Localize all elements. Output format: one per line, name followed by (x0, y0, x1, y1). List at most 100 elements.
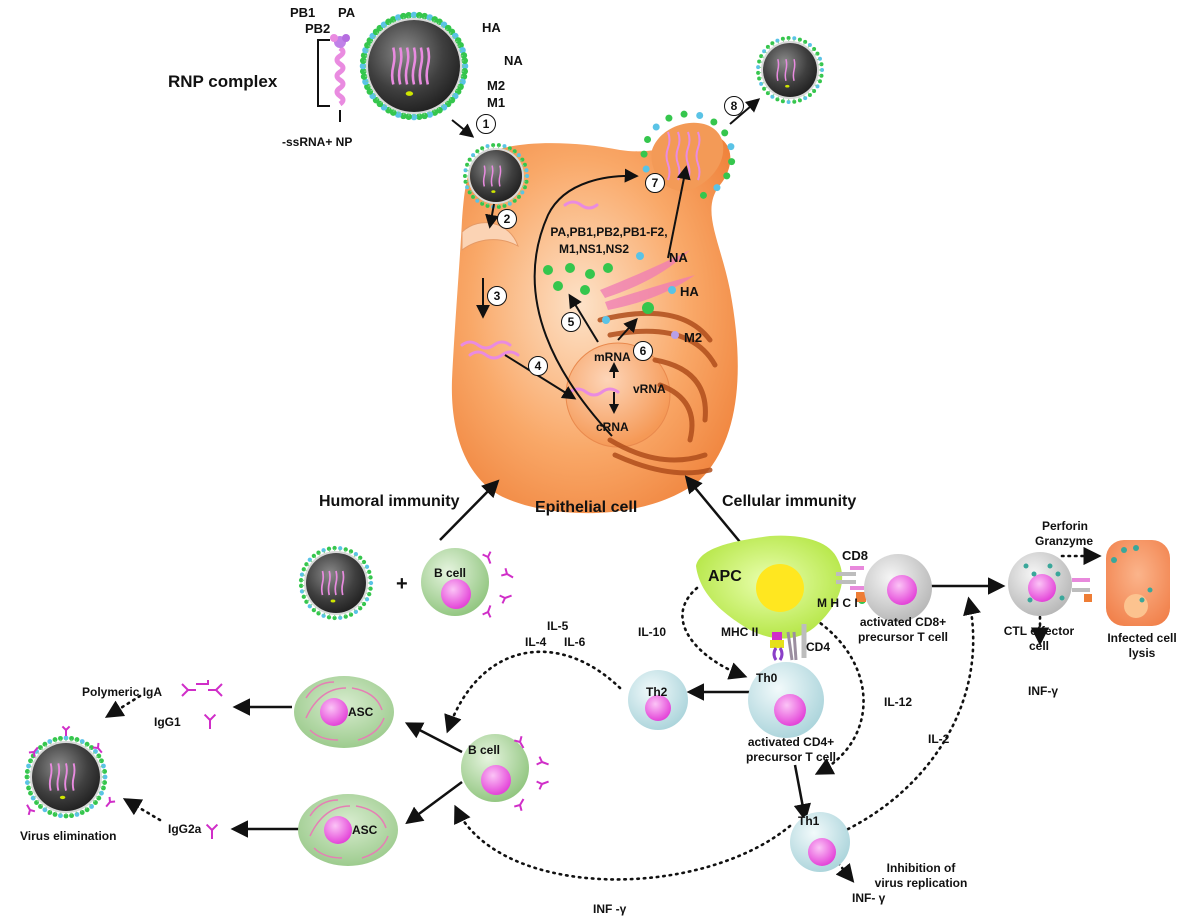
step-3: 3 (487, 286, 507, 306)
antibody (514, 798, 525, 811)
antibody (482, 605, 492, 618)
label-inhibition-1: Inhibition of (886, 861, 956, 875)
label-b-cell-middle: B cell (468, 743, 501, 757)
label-inhibition-2: virus replication (874, 876, 968, 890)
igg1-antibody (203, 713, 217, 729)
b-cell-middle (461, 734, 529, 802)
label-il12: IL-12 (884, 695, 913, 709)
budding-virion (640, 110, 736, 199)
label-pb1: PB1 (290, 5, 316, 20)
dotted-arrows (104, 546, 1102, 883)
viral-proteins (543, 252, 679, 339)
label-th0: Th0 (756, 671, 778, 685)
label-il10: IL-10 (638, 625, 667, 639)
label-mrna: mRNA (594, 350, 631, 364)
endosome (461, 222, 519, 251)
label-ctl-effector-2: cell (1028, 639, 1049, 653)
antibody (501, 568, 514, 579)
golgi (600, 250, 695, 310)
label-th2: Th2 (646, 685, 668, 699)
label-pa: PA (338, 5, 356, 20)
label-cd4: CD4 (806, 640, 831, 654)
virion-released (756, 36, 824, 104)
mhc-receptors (770, 566, 866, 661)
asc-bottom (298, 794, 398, 866)
label-epithelial-cell: Epithelial cell (535, 499, 638, 516)
asc-top (294, 676, 394, 748)
th0-cell (748, 662, 824, 738)
plus-sign: + (396, 573, 408, 595)
antibody (536, 756, 549, 766)
label-inf-th1: INF- γ (852, 891, 886, 905)
step-8: 8 (724, 96, 744, 116)
epithelial-cell (451, 134, 738, 514)
label-cd8-precursor-1: activated CD8+ (859, 615, 947, 629)
label-pb2: PB2 (305, 21, 331, 36)
b-cell-top (421, 548, 489, 616)
bound-antibody (28, 746, 39, 758)
label-il5: IL-5 (547, 619, 569, 633)
label-na-virion: NA (504, 53, 523, 68)
label-humoral-immunity: Humoral immunity (319, 493, 460, 510)
step-2: 2 (497, 209, 517, 229)
label-cd8: CD8 (842, 548, 869, 563)
label-m2-virion: M2 (487, 78, 506, 93)
label-granzyme: Granzyme (1035, 534, 1094, 548)
label-b-cell-top: B cell (434, 566, 467, 580)
step-1: 1 (476, 114, 496, 134)
antibody (482, 551, 492, 564)
label-apc: APC (708, 568, 742, 585)
virion-entering (463, 143, 529, 209)
bound-antibody (105, 796, 116, 808)
label-cd4-precursor-2: precursor T cell (745, 750, 837, 764)
label-m2-cell: M2 (684, 330, 703, 345)
antibodies (26, 551, 549, 839)
apc-nucleus (756, 564, 804, 612)
label-igg1: IgG1 (154, 715, 181, 729)
label-inf-ctl: INF-γ (1028, 684, 1058, 698)
th2-cell (628, 670, 688, 730)
arrows (230, 98, 1134, 838)
polymeric-iga-icon (181, 680, 223, 697)
label-il2: IL-2 (928, 732, 950, 746)
label-th1: Th1 (798, 814, 820, 828)
label-ssrna-np: -ssRNA+ NP (282, 135, 353, 149)
label-perforin: Perforin (1042, 519, 1089, 533)
label-il4: IL-4 (525, 635, 547, 649)
label-igg2a: IgG2a (168, 822, 202, 836)
label-viral-proteins-1: PA,PB1,PB2,PB1-F2, (550, 225, 668, 239)
label-ctl-effector-1: CTL effector (1003, 624, 1075, 638)
antibody (514, 736, 525, 749)
label-vrna: vRNA (633, 382, 666, 396)
antibody (499, 594, 512, 604)
label-polymeric-iga: Polymeric IgA (82, 685, 163, 699)
label-asc-bottom: ASC (352, 823, 378, 837)
step-6: 6 (633, 341, 653, 361)
label-viral-proteins-2: M1,NS1,NS2 (558, 242, 630, 256)
label-asc-top: ASC (348, 705, 374, 719)
bound-antibody (61, 725, 71, 736)
igg2a-antibody (205, 823, 219, 839)
label-virus-elimination: Virus elimination (20, 829, 117, 843)
viral-rna-strands (460, 200, 620, 397)
antibody (536, 780, 549, 790)
step-5: 5 (561, 312, 581, 332)
label-crna: cRNA (596, 420, 629, 434)
ctl-effector-cell (1008, 552, 1092, 616)
label-mhc1: M H C I (817, 596, 858, 610)
virion-large (359, 11, 469, 121)
step-7: 7 (645, 173, 665, 193)
label-infected-cell-2: lysis (1128, 646, 1156, 660)
virion-humoral (298, 545, 374, 621)
label-il6: IL-6 (564, 635, 586, 649)
label-rnp-complex: RNP complex (168, 72, 278, 91)
rnp-complex-diagram (317, 34, 350, 122)
label-na-cell: NA (669, 250, 688, 265)
infected-cell (1106, 540, 1170, 626)
virion-neutralized (24, 735, 108, 819)
cd8-precursor-t-cell (864, 554, 932, 622)
step-4: 4 (528, 356, 548, 376)
th1-cell (790, 812, 850, 872)
label-inf-bottom: INF -γ (593, 902, 627, 916)
